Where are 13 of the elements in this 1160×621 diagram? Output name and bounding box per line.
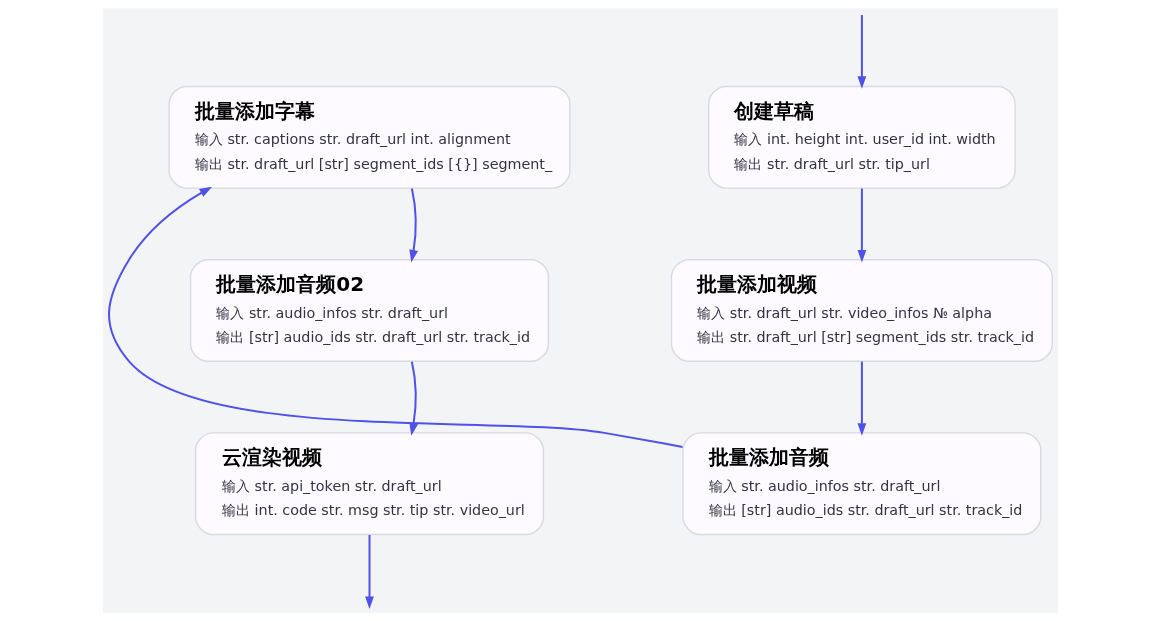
node-box: 批量添加视频 输入 str. draft_url str. video_infos № alpha 输出 str. draft_url [str] segment_ids str. track_id bbox=[670, 258, 1053, 363]
arrow bbox=[856, 360, 866, 436]
node-box: 创建草稿 输入 int. height int. user_id int. width 输出 str. draft_url str. tip_url bbox=[707, 85, 1016, 189]
arrow bbox=[364, 534, 374, 609]
arrow bbox=[408, 187, 418, 263]
node-box: 批量添加音频 输入 str. audio_infos str. draft_url 输出 [str] audio_ids str. draft_url str. track_id bbox=[681, 432, 1042, 536]
node-box: 批量添加字幕 输入 str. captions str. draft_url int. alignment 输出 str. draft_url [str] segment_ids [{}] segment_ bbox=[167, 85, 571, 189]
arrow bbox=[856, 14, 866, 89]
arrow bbox=[408, 360, 418, 436]
arrow bbox=[856, 187, 866, 263]
node-box: 云渲染视频 输入 str. api_token str. draft_url 输出 int. code str. msg str. tip str. video_url bbox=[194, 432, 544, 536]
node-box: 批量添加音频02 输入 str. audio_infos str. draft_url 输出 [str] audio_ids str. draft_url str. track_id bbox=[189, 258, 549, 363]
arrow bbox=[107, 186, 684, 448]
